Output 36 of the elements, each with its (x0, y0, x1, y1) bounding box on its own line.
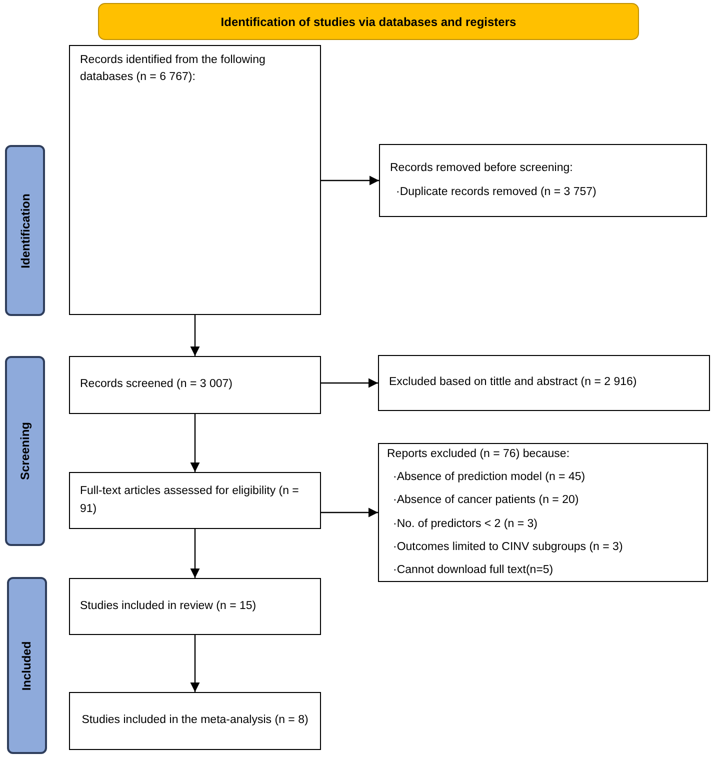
arrow (190, 529, 200, 578)
process-box (378, 355, 710, 411)
process-box (69, 692, 321, 750)
bullet-text: ·Absence of prediction model (n = 45) (392, 470, 586, 485)
process-box (379, 144, 707, 217)
bullet-text: ·Outcomes limited to CINV subgroups (n = 3) (392, 540, 623, 555)
box-text: Records removed before screening: (390, 161, 573, 176)
box-text: Studies included in review (n = 15) (80, 598, 256, 614)
process-box (69, 472, 321, 529)
bullet-text: ·No. of predictors < 2 (n = 3) (392, 516, 538, 532)
process-box (69, 356, 321, 414)
arrow (190, 635, 200, 692)
box-text: Reports excluded (n = 76) because: (387, 446, 570, 462)
bullet-text: ·Duplicate records removed (n = 3 757) (395, 184, 596, 200)
arrow (190, 315, 200, 356)
stage-label: Included (20, 640, 34, 690)
bullet-text: ·Absence of cancer patients (n = 20) (392, 493, 579, 508)
process-box (69, 578, 321, 635)
stage-band (7, 577, 47, 754)
process-box (69, 45, 321, 315)
arrow (321, 508, 378, 518)
box-text: Studies included in the meta-analysis (n = 8) (82, 713, 308, 728)
bullet-text: ·Cannot download full text(n=5) (392, 563, 554, 578)
arrow (321, 378, 378, 388)
box-text: Excluded based on tittle and abstract (n = 2 916) (389, 375, 637, 390)
stage-band (5, 145, 45, 316)
stage-band (5, 356, 45, 546)
stage-label: Identification (18, 193, 32, 268)
arrow (321, 176, 379, 186)
box-text: Full-text articles assessed for eligibility (n = 91) (80, 484, 300, 516)
process-box (378, 443, 708, 582)
box-text: Records identified from the following databases (n = 6 767): (80, 53, 266, 86)
arrow (190, 414, 200, 472)
title-banner: Identification of studies via databases and registers (98, 3, 639, 40)
box-text: Records screened (n = 3 007) (80, 377, 232, 392)
stage-label: Screening (18, 422, 32, 480)
